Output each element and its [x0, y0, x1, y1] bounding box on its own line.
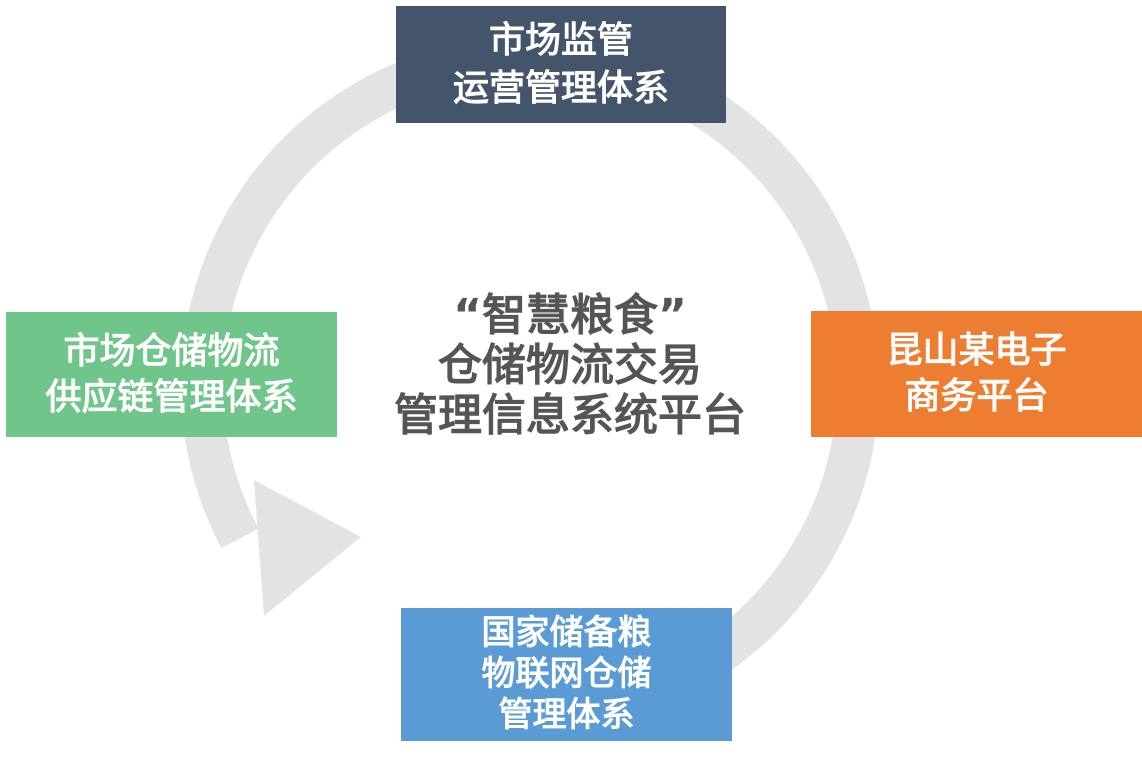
center-title-line-3: 管理信息系统平台	[394, 390, 746, 441]
left-box-line-2: 供应链管理体系	[45, 376, 298, 418]
bottom-box-line-3: 管理体系	[498, 695, 635, 735]
right-box-line-2: 商务平台	[904, 376, 1049, 417]
right-box-line-1: 昆山某电子	[886, 330, 1067, 371]
top-box-line-2: 运营管理体系	[452, 67, 669, 109]
top-box-line-1: 市场监管	[488, 19, 633, 61]
bottom-box-line-1: 国家储备粮	[481, 613, 652, 653]
top-box: 市场监管 运营管理体系	[396, 6, 726, 123]
center-title-line-1: “智慧粮食”	[453, 290, 687, 341]
bottom-box: 国家储备粮 物联网仓储 管理体系	[401, 608, 732, 741]
cycle-arrowhead	[254, 480, 361, 616]
left-box: 市场仓储物流 供应链管理体系	[6, 312, 337, 437]
left-box-line-1: 市场仓储物流	[63, 330, 280, 372]
center-title-line-2: 仓储物流交易	[438, 340, 702, 391]
right-box: 昆山某电子 商务平台	[811, 311, 1142, 437]
center-title: “智慧粮食” 仓储物流交易 管理信息系统平台	[320, 286, 820, 446]
bottom-box-line-2: 物联网仓储	[481, 654, 652, 694]
